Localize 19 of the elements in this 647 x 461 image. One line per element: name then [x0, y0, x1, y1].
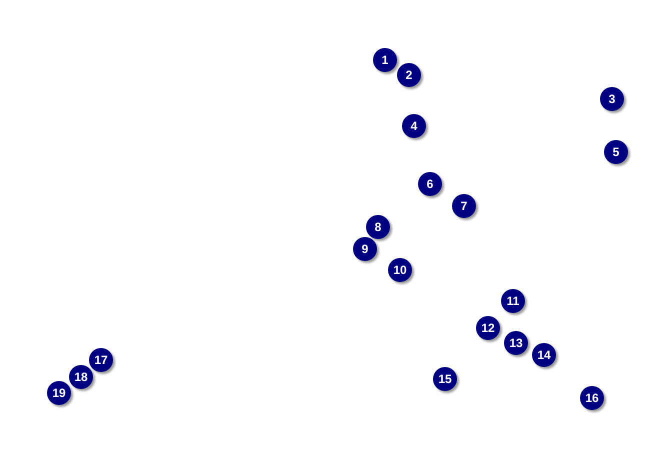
callout-number: 6: [418, 172, 442, 196]
callout-number: 5: [604, 140, 628, 164]
callout-number: 15: [433, 367, 457, 391]
callout-number: 1: [373, 48, 397, 72]
callout-number: 10: [388, 258, 412, 282]
callout-number: 11: [501, 289, 525, 313]
callout-number: 18: [69, 365, 93, 389]
callout-number: 2: [397, 63, 421, 87]
callout-number: 8: [366, 215, 390, 239]
callout-number: 3: [600, 87, 624, 111]
callout-number: 4: [402, 114, 426, 138]
callout-number: 14: [532, 343, 556, 367]
callout-number: 13: [504, 331, 528, 355]
callout-number: 7: [452, 194, 476, 218]
callout-number: 19: [47, 381, 71, 405]
callout-number: 17: [89, 348, 113, 372]
callout-number: 9: [353, 237, 377, 261]
callout-number: 16: [580, 386, 604, 410]
callout-number: 12: [476, 316, 500, 340]
